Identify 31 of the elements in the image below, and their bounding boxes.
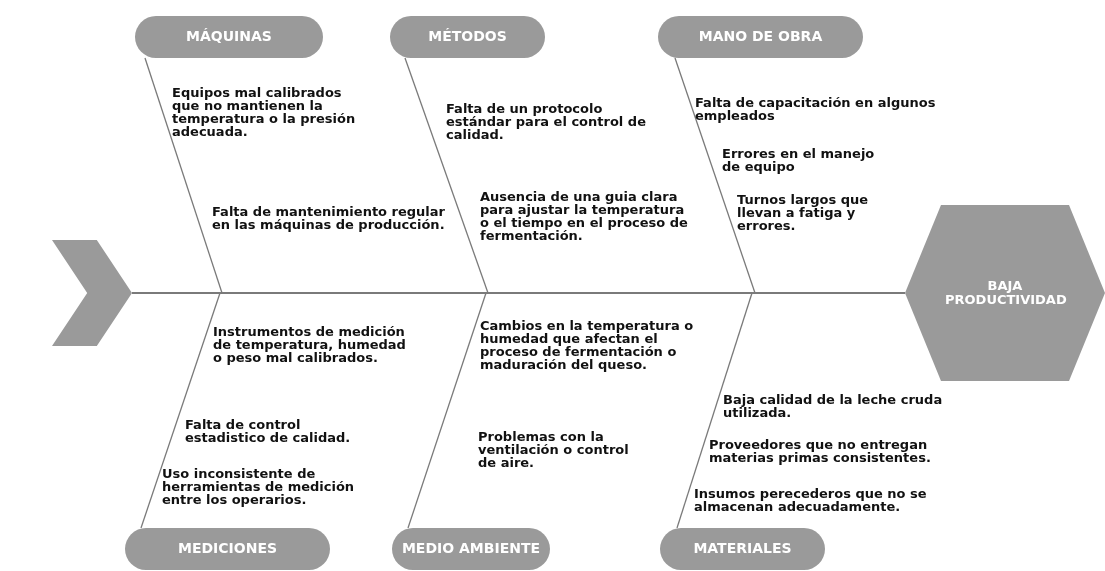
- category-label: MÉTODOS: [390, 16, 545, 58]
- cause-text: Falta de control estadistico de calidad.: [185, 418, 352, 444]
- spine-line: [131, 292, 906, 294]
- cause-text: Falta de capacitación en algunos empleados: [695, 96, 937, 122]
- chevron-shape: [52, 240, 132, 346]
- bone-line: [404, 57, 489, 294]
- cause-text: Insumos perecederos que no se almacenan adecuadamente.: [694, 487, 928, 513]
- cause-text: Falta de mantenimiento regular en las máquinas de producción.: [212, 205, 446, 231]
- category-label: MEDIO AMBIENTE: [392, 528, 550, 570]
- hexagon-shape: [905, 205, 1105, 381]
- category-label: MEDICIONES: [125, 528, 330, 570]
- cause-text: Instrumentos de medición de temperatura, humedad o peso mal calibrados.: [213, 325, 407, 364]
- bone-line: [674, 57, 756, 294]
- cause-text: Equipos mal calibrados que no mantienen la temperatura o la presión adecuada.: [172, 86, 357, 138]
- cause-text: Ausencia de una guia clara para ajustar la temperatura o el tiempo en el proceso de fermentación.: [480, 190, 689, 242]
- category-label: MÁQUINAS: [135, 16, 323, 58]
- bone-line: [676, 292, 753, 529]
- cause-text: Cambios en la temperatura o humedad que afectan el proceso de fermentación o maduración del queso.: [480, 319, 695, 371]
- cause-text: Falta de un protocolo estándar para el control de calidad.: [446, 102, 647, 141]
- bone-line: [407, 292, 487, 529]
- cause-text: Proveedores que no entregan materias primas consistentes.: [709, 438, 932, 464]
- cause-text: Baja calidad de la leche cruda utilizada.: [723, 393, 944, 419]
- cause-text: Uso inconsistente de herramientas de medición entre los operarios.: [162, 467, 356, 506]
- cause-text: Errores en el manejo de equipo: [722, 147, 876, 173]
- bone-line: [140, 292, 221, 529]
- category-label: MATERIALES: [660, 528, 825, 570]
- category-label: MANO DE OBRA: [658, 16, 863, 58]
- bone-line: [144, 57, 223, 294]
- cause-text: Turnos largos que llevan a fatiga y errores.: [737, 193, 870, 232]
- cause-text: Problemas con la ventilación o control de aire.: [478, 430, 630, 469]
- effect-label: BAJA PRODUCTIVIDAD: [944, 279, 1068, 307]
